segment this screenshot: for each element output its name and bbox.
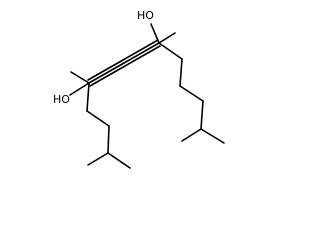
alkyl-chain-left (86, 82, 131, 169)
bond-methyl-top (158, 32, 176, 44)
hydroxyl-label-left: HO (53, 93, 70, 106)
triple-bond-right (122, 39, 161, 67)
hydroxyl-label-top: HO (137, 9, 154, 22)
alkyl-chain-right (158, 42, 225, 144)
structure-canvas: HO HO (53, 9, 225, 169)
bond-c-oh-left (69, 82, 90, 96)
bond-methyl-left (70, 71, 90, 84)
triple-bond-left (87, 59, 126, 87)
